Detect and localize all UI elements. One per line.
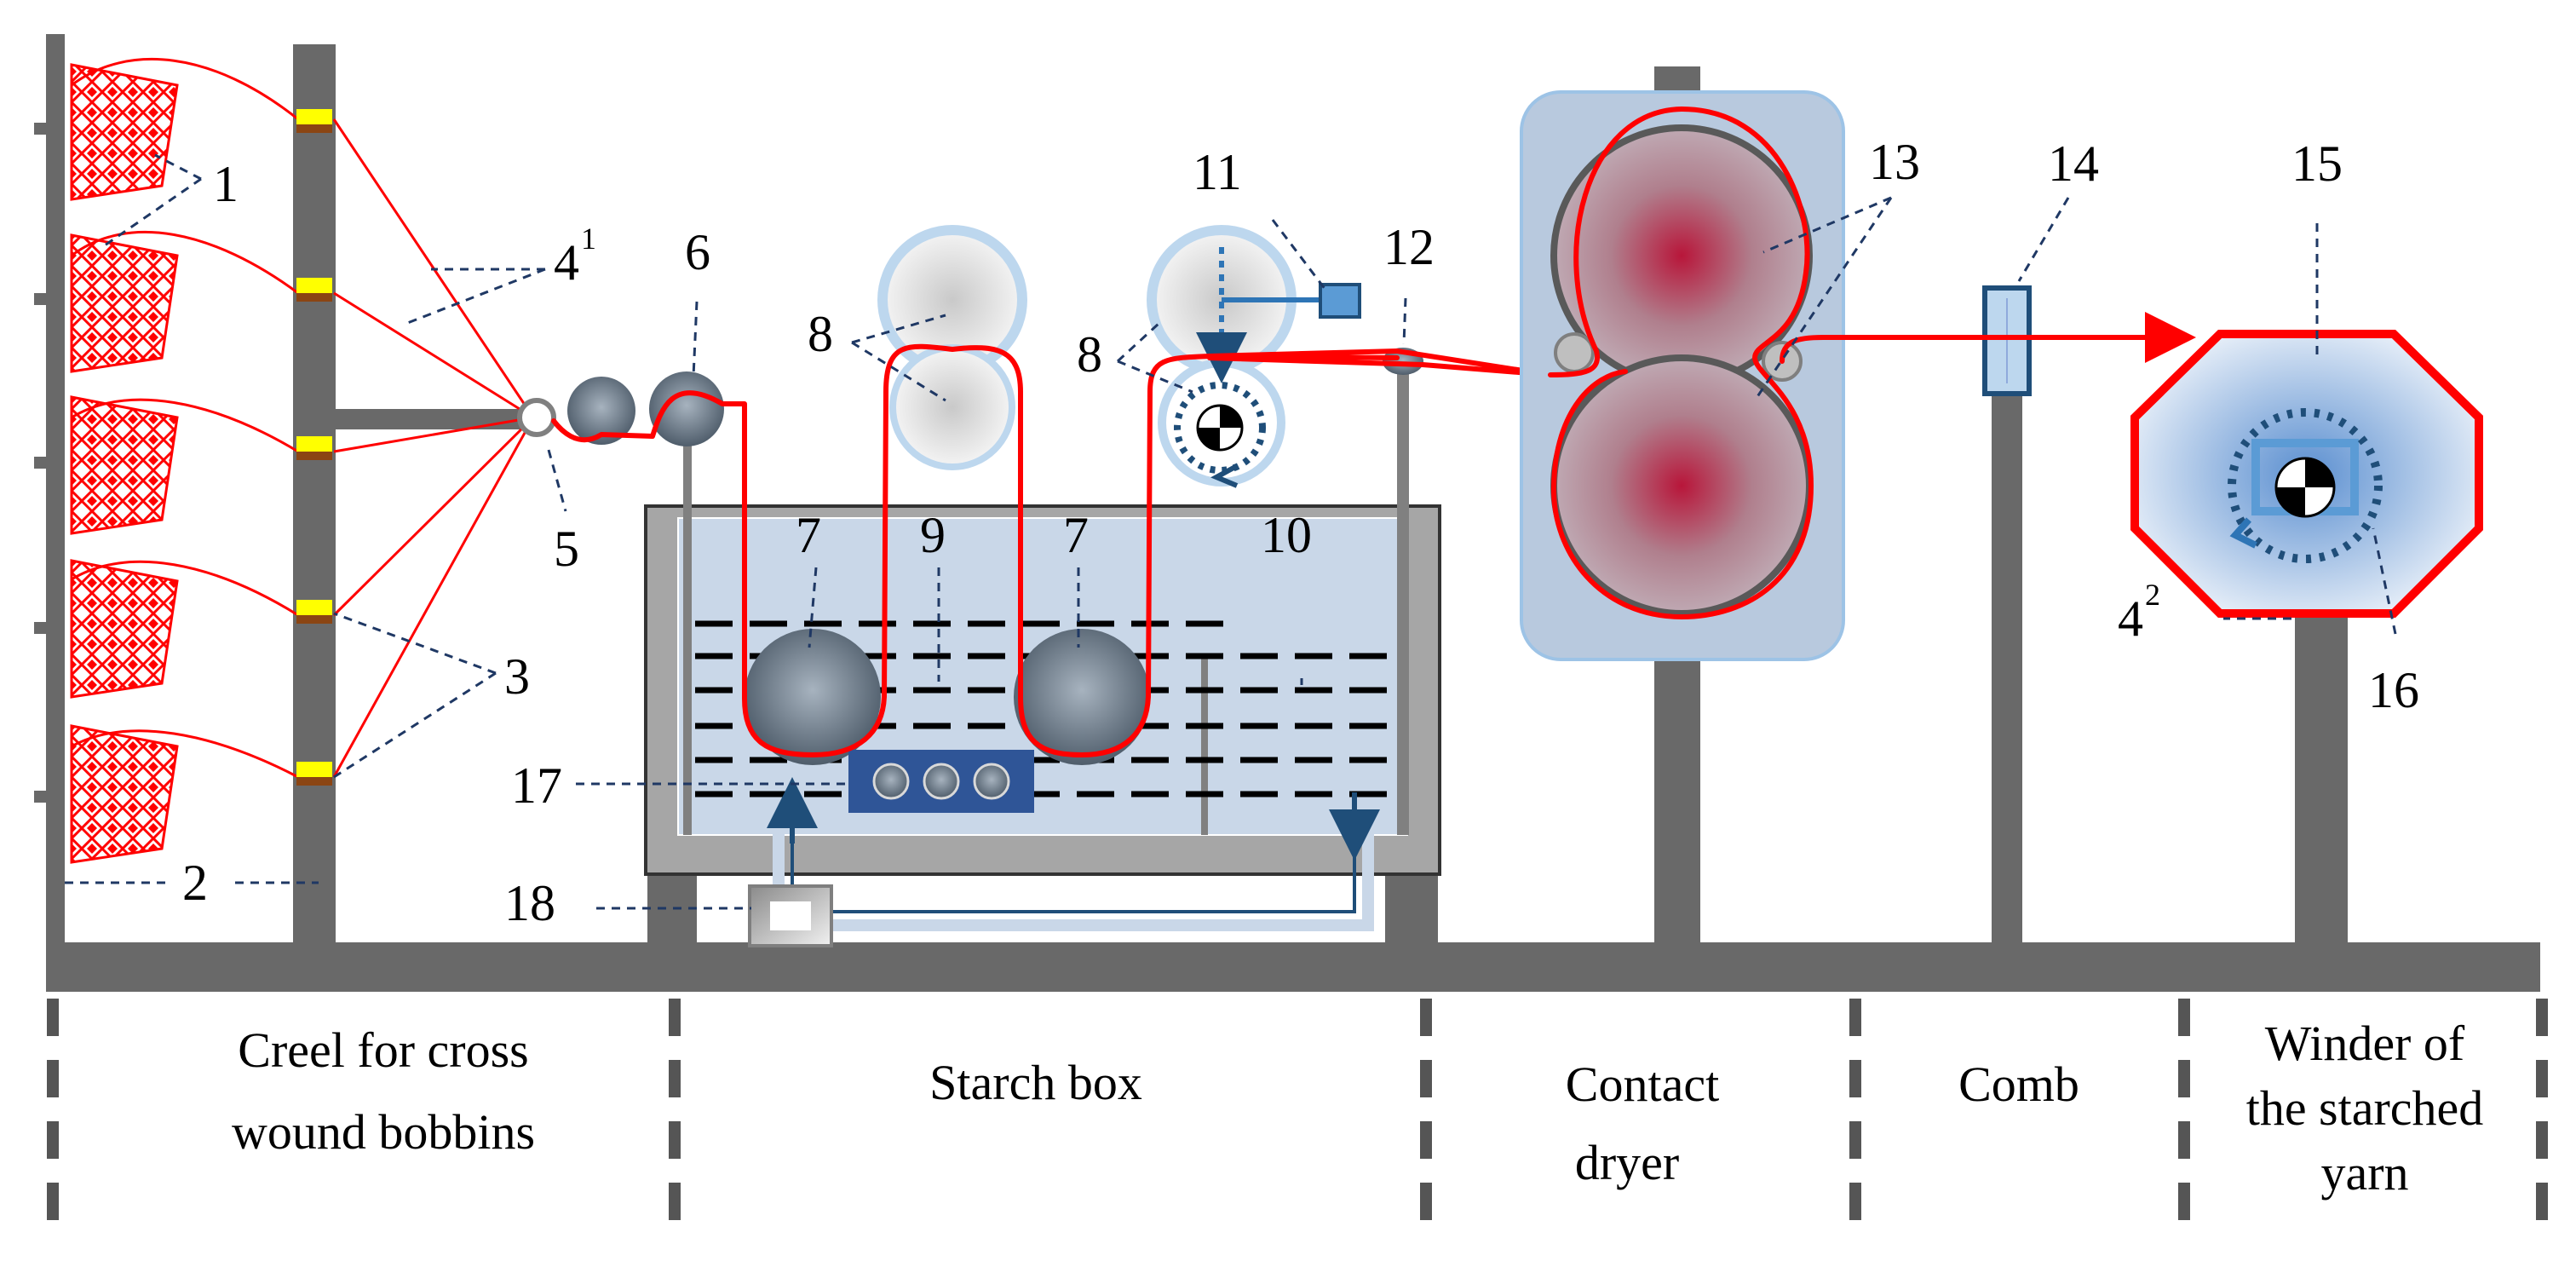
cross-wound-bobbin-icon: [70, 559, 179, 699]
entry-roller-a: [567, 377, 635, 445]
immersion-roller-right: [1014, 629, 1150, 765]
callout-16: 16: [2368, 662, 2419, 718]
pole-12: [1397, 358, 1409, 835]
callout-7a: 7: [796, 507, 821, 563]
callout-8b: 8: [1077, 326, 1102, 383]
guide-arm: [336, 409, 532, 429]
cross-wound-bobbin-icon: [70, 63, 179, 201]
creel-peg: [34, 622, 55, 634]
creel-post-right: [293, 44, 336, 968]
dryer-guide-left: [1554, 332, 1595, 373]
yarn-path-dryer: [1548, 107, 1814, 619]
callout-13: 13: [1869, 134, 1920, 190]
comb: [1982, 285, 2032, 396]
callout-4-2: 4: [2118, 590, 2143, 647]
contact-dryer: [1520, 90, 1845, 661]
callout-12: 12: [1383, 219, 1435, 275]
callout-4-2-sup: 2: [2145, 578, 2160, 612]
callout-10: 10: [1261, 507, 1312, 563]
cross-wound-bobbin-icon: [70, 233, 179, 373]
section-winder-line2: the starched: [2246, 1080, 2484, 1136]
section-labels: Creel for cross wound bobbins Starch box…: [232, 1016, 2483, 1201]
section-dryer-line1: Contact: [1566, 1057, 1719, 1112]
callout-5: 5: [554, 521, 579, 577]
motor-icon: [1196, 404, 1244, 452]
cross-wound-bobbin-icon: [70, 395, 179, 535]
heater-element: [973, 763, 1010, 800]
callout-9: 9: [920, 507, 946, 563]
comb-column: [1992, 392, 2022, 946]
yarn-tensioners: [296, 109, 332, 786]
cross-wound-bobbin-icon: [70, 724, 179, 864]
rotation-arrow-icon: [2228, 408, 2383, 563]
callout-1: 1: [213, 156, 239, 212]
callout-14: 14: [2048, 135, 2099, 192]
tensioner-base: [296, 452, 332, 460]
circulation-pipe-inner: [773, 804, 1374, 931]
tensioner-base: [296, 777, 332, 786]
dryer-cylinder-bottom: [1550, 354, 1813, 617]
starch-box: [644, 504, 1441, 947]
rotation-arrow-head: [2229, 517, 2257, 549]
section-winder-line1: Winder of: [2265, 1016, 2465, 1071]
creel-bobbins: [70, 63, 179, 864]
guide-roller-pole: [683, 400, 692, 835]
callout-4-1: 4: [554, 234, 579, 291]
callout-6: 6: [685, 224, 710, 280]
tensioner: [296, 109, 332, 124]
base-beam: [46, 942, 2540, 992]
rotation-arrow-head: [1210, 464, 1239, 488]
section-comb: Comb: [1958, 1057, 2079, 1112]
section-starch-box: Starch box: [929, 1055, 1142, 1110]
tensioner-base: [296, 615, 332, 624]
callout-2: 2: [182, 855, 208, 911]
section-dividers: [47, 999, 2548, 1227]
leader-lines: [65, 153, 2397, 910]
rotation-arrow-icon: [1174, 382, 1266, 474]
winder: [2130, 330, 2483, 618]
creel-peg: [34, 457, 55, 469]
motor-icon: [2274, 457, 2336, 518]
section-creel-line2: wound bobbins: [232, 1104, 535, 1160]
callout-numbers: 1 2 3 4 1 5 6 7 7 8 8 9 10 11 12 13 14 1…: [182, 134, 2419, 931]
pump-window: [770, 901, 811, 930]
winder-column: [2295, 605, 2348, 946]
section-winder-line3: yarn: [2320, 1145, 2408, 1201]
entry-roller-b: [649, 371, 724, 446]
section-creel-line1: Creel for cross: [238, 1022, 528, 1078]
callout-11: 11: [1193, 144, 1242, 200]
callout-8a: 8: [808, 306, 833, 362]
guide-eye: [517, 398, 556, 437]
tank-divider: [1201, 656, 1208, 835]
squeeze-rollers-pair-2: [1147, 225, 1361, 488]
callout-7b: 7: [1063, 507, 1089, 563]
tensioner: [296, 436, 332, 452]
tensioner-base: [296, 124, 332, 133]
tensioner-base: [296, 293, 332, 302]
creel-post-left: [46, 34, 65, 946]
callout-4-1-sup: 1: [581, 222, 596, 256]
tensioner: [296, 278, 332, 293]
section-dryer-line2: dryer: [1575, 1135, 1679, 1190]
heater-element: [923, 763, 960, 800]
heater-element: [872, 763, 910, 800]
callout-15: 15: [2291, 135, 2343, 192]
creel-peg: [34, 791, 55, 803]
creel-peg: [34, 293, 55, 305]
bottom-squeeze-roller: [889, 344, 1015, 470]
yarn-path-starch: [551, 343, 1400, 757]
creel-peg: [34, 123, 55, 135]
tensioner: [296, 600, 332, 615]
callout-3: 3: [504, 648, 530, 705]
tensioner: [296, 762, 332, 777]
callout-17: 17: [511, 757, 562, 814]
immersion-roller-left: [745, 629, 881, 765]
squeeze-rollers-pair-1: [877, 225, 1027, 470]
pressure-weight: [1319, 283, 1361, 319]
callout-18: 18: [504, 875, 555, 931]
